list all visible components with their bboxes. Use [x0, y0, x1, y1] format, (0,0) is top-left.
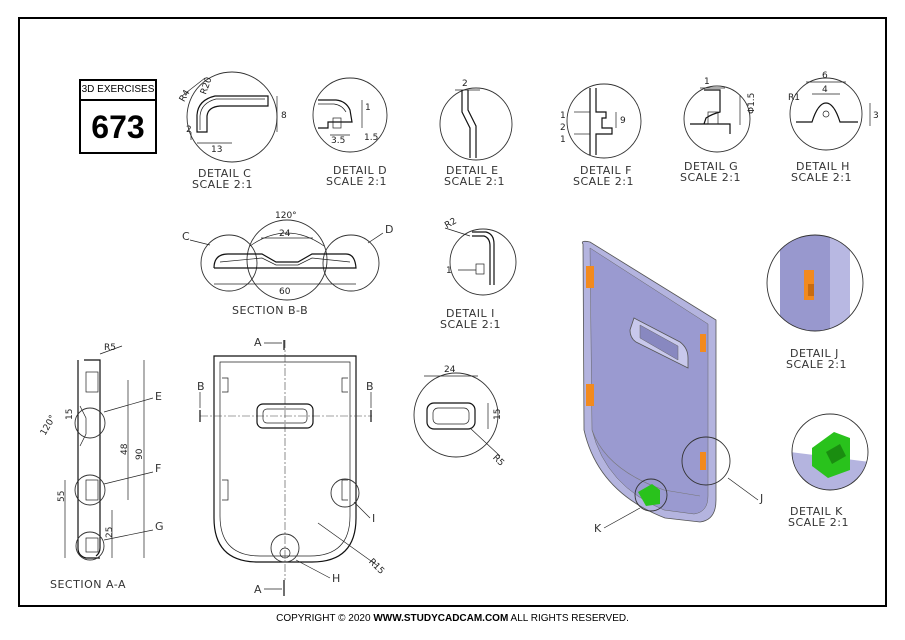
- sheet-border: [18, 17, 887, 607]
- copyright-line: COPYRIGHT © 2020 WWW.STUDYCADCAM.COM ALL…: [0, 613, 905, 624]
- front-mark-a-top: A: [254, 336, 262, 349]
- front-view: A A B B I H R15: [197, 336, 386, 596]
- detail-d-dim-1: 1: [365, 103, 371, 113]
- detail-h-title: DETAIL H: [796, 160, 850, 173]
- detail-i: R2 1 DETAIL I SCALE 2:1: [440, 216, 517, 331]
- section-aa-callout-f: F: [155, 462, 162, 475]
- front-mark-b-left: B: [197, 380, 205, 393]
- section-aa-callout-g: G: [155, 520, 164, 533]
- detail-j-scale: SCALE 2:1: [786, 358, 847, 371]
- section-aa-dim-55: 55: [57, 491, 67, 502]
- copyright-site: WWW.STUDYCADCAM.COM: [373, 613, 509, 624]
- detail-h: 6 4 R1 3 DETAIL H SCALE 2:1: [788, 71, 879, 184]
- iso-hinge: [638, 484, 660, 506]
- detail-g-dim-1: 1: [704, 77, 710, 87]
- copyright-prefix: COPYRIGHT © 2020: [276, 613, 374, 624]
- detail-h-dim-3: 3: [873, 111, 879, 121]
- detail-i-dim-r2: R2: [443, 216, 458, 231]
- detail-c-dim-13: 13: [211, 145, 222, 155]
- front-callout-h: H: [332, 572, 341, 585]
- slot-view: 24 15 R5: [413, 365, 506, 469]
- detail-h-scale: SCALE 2:1: [791, 171, 852, 184]
- detail-g-scale: SCALE 2:1: [680, 171, 741, 184]
- section-aa-title: SECTION A-A: [50, 578, 126, 591]
- detail-g: 1 Φ1.5 DETAIL G SCALE 2:1: [680, 77, 757, 184]
- detail-c-dim-2: 2: [186, 125, 192, 135]
- detail-d-scale: SCALE 2:1: [326, 175, 387, 188]
- front-mark-b-right: B: [366, 380, 374, 393]
- detail-f: 1 2 1 9 DETAIL F SCALE 2:1: [560, 83, 642, 188]
- section-bb-dim-24: 24: [279, 229, 291, 239]
- iso-clip-2: [586, 384, 594, 406]
- detail-f-dim-1a: 1: [560, 111, 566, 121]
- slot-dim-15: 15: [493, 409, 503, 420]
- section-aa-dim-angle: 120°: [39, 414, 59, 438]
- detail-f-title: DETAIL F: [580, 164, 632, 177]
- detail-g-title: DETAIL G: [684, 160, 738, 173]
- detail-g-dim-phi15: Φ1.5: [747, 93, 757, 114]
- detail-c-dim-r4: R4: [178, 88, 193, 104]
- iso-callout-j: J: [759, 492, 764, 505]
- copyright-suffix: ALL RIGHTS RESERVED.: [508, 613, 629, 624]
- detail-d-dim-35: 3.5: [331, 136, 345, 146]
- slot-dim-r5: R5: [490, 453, 506, 469]
- detail-c-scale: SCALE 2:1: [192, 178, 253, 191]
- detail-i-scale: SCALE 2:1: [440, 318, 501, 331]
- iso-clip-3: [700, 334, 706, 352]
- section-aa-dim-15: 15: [65, 409, 75, 420]
- section-aa-callout-e: E: [155, 390, 162, 403]
- detail-i-dim-1: 1: [446, 266, 452, 276]
- detail-e-dim-2: 2: [462, 79, 468, 89]
- detail-f-dim-1b: 1: [560, 135, 566, 145]
- section-bb-dim-angle: 120°: [275, 211, 297, 221]
- front-callout-i: I: [372, 512, 376, 525]
- detail-e-title: DETAIL E: [446, 164, 499, 177]
- section-bb: 120° 24 60 C D SECTION B-B: [182, 211, 394, 317]
- slot-dim-24: 24: [444, 365, 456, 375]
- exercise-badge: 3D EXERCISES 673: [79, 79, 157, 154]
- section-aa-dim-90: 90: [135, 448, 145, 460]
- front-mark-a-bottom: A: [254, 583, 262, 596]
- badge-number: 673: [91, 109, 145, 145]
- detail-f-scale: SCALE 2:1: [573, 175, 634, 188]
- section-aa: R5 120° 15 48 90 55 25 E F G SECTION A-A: [39, 343, 164, 591]
- detail-h-dim-6: 6: [822, 71, 828, 81]
- detail-d: 1 3.5 1.5 DETAIL D SCALE 2:1: [312, 77, 388, 188]
- section-bb-callout-d: D: [385, 223, 394, 236]
- detail-d-dim-15: 1.5: [364, 133, 378, 143]
- section-aa-dim-r5: R5: [104, 343, 116, 353]
- section-aa-dim-25: 25: [105, 527, 115, 538]
- iso-callout-k: K: [594, 522, 602, 535]
- section-bb-callout-c: C: [182, 230, 190, 243]
- section-bb-dim-60: 60: [279, 287, 291, 297]
- detail-e: 2 DETAIL E SCALE 2:1: [439, 79, 513, 188]
- detail-c-dim-8: 8: [281, 111, 287, 121]
- detail-e-scale: SCALE 2:1: [444, 175, 505, 188]
- detail-j-title: DETAIL J: [790, 347, 839, 360]
- detail-h-dim-4: 4: [822, 85, 828, 95]
- iso-view: J K: [581, 240, 764, 535]
- detail-c-title: DETAIL C: [198, 167, 251, 180]
- section-aa-dim-48: 48: [120, 443, 130, 455]
- iso-clip-4: [700, 452, 706, 470]
- detail-k-scale: SCALE 2:1: [788, 516, 849, 529]
- detail-c: R20 R4 2 8 13 DETAIL C SCALE 2:1: [178, 71, 287, 191]
- detail-c-dim-r20: R20: [199, 76, 215, 96]
- detail-d-title: DETAIL D: [333, 164, 387, 177]
- iso-clip-1: [586, 266, 594, 288]
- section-bb-title: SECTION B-B: [232, 304, 308, 317]
- detail-f-dim-9: 9: [620, 116, 626, 126]
- detail-k-title: DETAIL K: [790, 505, 843, 518]
- detail-j: DETAIL J SCALE 2:1: [766, 234, 864, 371]
- front-dim-r15: R15: [366, 557, 386, 577]
- badge-title: 3D EXERCISES: [81, 81, 155, 101]
- detail-f-dim-2: 2: [560, 123, 566, 133]
- detail-h-dim-r1: R1: [788, 93, 800, 103]
- detail-i-title: DETAIL I: [446, 307, 495, 320]
- detail-k: DETAIL K SCALE 2:1: [788, 413, 869, 529]
